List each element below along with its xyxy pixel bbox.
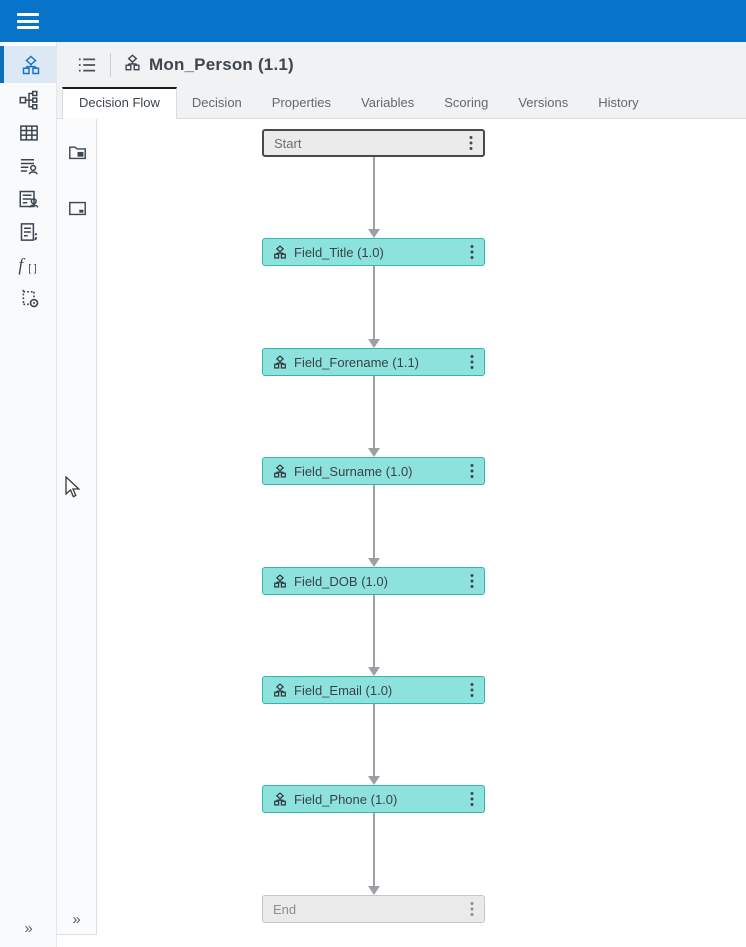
frame-overview-icon [68, 199, 87, 223]
kebab-menu-icon[interactable] [462, 791, 474, 807]
connector-line [372, 485, 375, 558]
tab-versions[interactable]: Versions [518, 95, 569, 110]
tab-content: » Start [57, 119, 746, 947]
tab-decision-flow[interactable]: Decision Flow [62, 87, 177, 119]
tab-scoring[interactable]: Scoring [444, 95, 489, 110]
node-label: Field_Title (1.0) [294, 244, 384, 260]
flow-node-field-phone[interactable]: Field_Phone (1.0) [262, 785, 485, 813]
connector-line [372, 376, 375, 448]
tool-panel-expand-button[interactable]: » [72, 911, 81, 928]
main-region: Mon_Person (1.1) Decision Flow Decision … [57, 42, 746, 947]
flow-node-field-surname[interactable]: Field_Surname (1.0) [262, 457, 485, 485]
kebab-menu-icon[interactable] [462, 682, 474, 698]
sidebar-item-tables[interactable] [0, 116, 57, 149]
sidebar-item-deployments[interactable] [0, 281, 57, 314]
ruleset-node-icon [273, 464, 287, 478]
decision-flow-icon [21, 54, 41, 75]
sidebar-item-decision-flows[interactable] [0, 46, 57, 83]
node-label: Start [274, 135, 302, 151]
tab-decision[interactable]: Decision [191, 95, 242, 110]
document-header: Mon_Person (1.1) [57, 42, 746, 88]
connector-line [372, 813, 375, 886]
table-icon [19, 123, 39, 143]
svg-text:[ ]: [ ] [28, 263, 37, 274]
sidebar-item-hierarchy[interactable] [0, 83, 57, 116]
folder-objects-icon [68, 143, 87, 167]
kebab-menu-icon[interactable] [462, 354, 474, 370]
flow-node-field-email[interactable]: Field_Email (1.0) [262, 676, 485, 704]
ruleset-node-icon [273, 574, 287, 588]
ruleset-node-icon [273, 792, 287, 806]
connector-arrow-icon [367, 667, 380, 676]
connector-line [372, 157, 375, 229]
left-sidebar: f [ ] » [0, 42, 57, 947]
connector-line [372, 595, 375, 667]
header-divider [110, 53, 111, 77]
ruleset-node-icon [273, 245, 287, 259]
node-label: Field_DOB (1.0) [294, 573, 388, 589]
flow-node-start[interactable]: Start [262, 129, 485, 157]
tab-properties[interactable]: Properties [271, 95, 332, 110]
kebab-menu-icon[interactable] [462, 573, 474, 589]
objects-palette-button[interactable] [67, 145, 87, 165]
kebab-menu-icon[interactable] [462, 463, 474, 479]
connector-arrow-icon [367, 776, 380, 785]
svg-text:f: f [18, 255, 25, 275]
document-code-icon [19, 222, 39, 242]
top-application-bar [0, 0, 746, 42]
connector-arrow-icon [367, 339, 380, 348]
kebab-menu-icon[interactable] [462, 901, 474, 917]
sidebar-item-lookups[interactable] [0, 182, 57, 215]
sidebar-item-code-files[interactable] [0, 215, 57, 248]
object-list-icon[interactable] [77, 55, 97, 75]
tab-history[interactable]: History [598, 95, 639, 110]
decision-flow-type-icon [124, 54, 141, 76]
flow-node-field-forename[interactable]: Field_Forename (1.1) [262, 348, 485, 376]
flow-node-end[interactable]: End [262, 895, 485, 923]
ruleset-node-icon [273, 355, 287, 369]
tab-variables[interactable]: Variables [361, 95, 415, 110]
kebab-menu-icon[interactable] [462, 244, 474, 260]
node-label: Field_Email (1.0) [294, 682, 393, 698]
connector-line [372, 266, 375, 339]
node-label: Field_Forename (1.1) [294, 354, 419, 370]
node-label: Field_Surname (1.0) [294, 463, 413, 479]
connector-arrow-icon [367, 886, 380, 895]
document-person-icon [19, 156, 39, 176]
connector-arrow-icon [367, 229, 380, 238]
page-title: Mon_Person (1.1) [149, 55, 294, 74]
node-label: Field_Phone (1.0) [294, 791, 398, 807]
kebab-menu-icon[interactable] [461, 135, 473, 151]
node-label: End [273, 901, 297, 917]
tab-bar: Decision Flow Decision Properties Variab… [57, 87, 746, 119]
connector-line [372, 704, 375, 776]
connector-arrow-icon [367, 448, 380, 457]
function-brackets-icon: f [ ] [18, 255, 40, 275]
sidebar-expand-button[interactable]: » [24, 920, 33, 937]
overview-toggle-button[interactable] [67, 201, 87, 221]
ruleset-node-icon [273, 683, 287, 697]
document-person-box-icon [19, 189, 39, 209]
hamburger-menu-icon[interactable] [17, 13, 39, 29]
tree-branch-icon [19, 90, 39, 110]
sidebar-item-functions[interactable]: f [ ] [0, 248, 57, 281]
flow-tool-panel: » [57, 119, 97, 935]
flow-canvas[interactable]: Start Field_Title (1.0) [97, 119, 746, 947]
flow-node-field-dob[interactable]: Field_DOB (1.0) [262, 567, 485, 595]
flow-node-field-title[interactable]: Field_Title (1.0) [262, 238, 485, 266]
dotted-flow-clock-icon [19, 288, 39, 308]
connector-arrow-icon [367, 558, 380, 567]
sidebar-item-rulesets[interactable] [0, 149, 57, 182]
